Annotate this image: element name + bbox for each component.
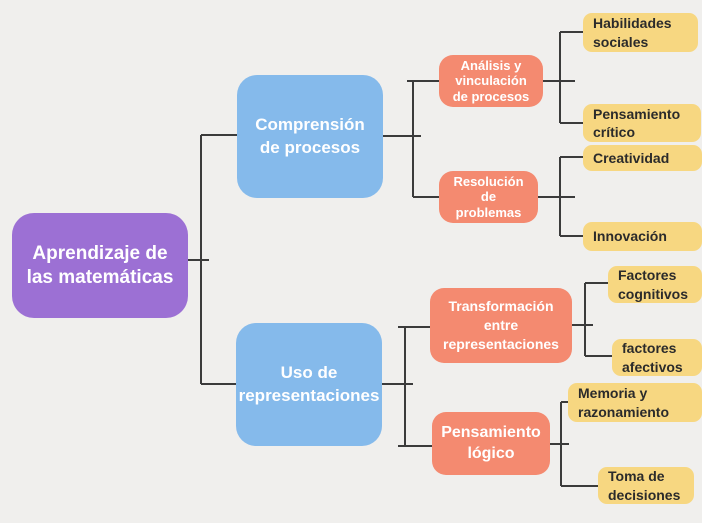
node-uso-de-representaciones[interactable]: Uso de representaciones xyxy=(236,323,382,446)
node-aprendizaje-de-las-matematicas[interactable]: Aprendizaje de las matemáticas xyxy=(12,213,188,318)
node-memoria-y-razonamiento[interactable]: Memoria y razonamiento xyxy=(568,383,702,422)
node-pensamiento-critico[interactable]: Pensamiento crítico xyxy=(583,104,701,142)
node-factores-cognitivos[interactable]: Factores cognitivos xyxy=(608,266,702,303)
node-transformacion-entre-representaciones[interactable]: Transformación entre representaciones xyxy=(430,288,572,363)
node-habilidades-sociales[interactable]: Habilidades sociales xyxy=(583,13,698,52)
node-innovacion[interactable]: Innovación xyxy=(583,222,702,251)
node-analisis-y-vinculacion-de-procesos[interactable]: Análisis y vinculación de procesos xyxy=(439,55,543,107)
node-toma-de-decisiones[interactable]: Toma de decisiones xyxy=(598,467,694,504)
node-resolucion-de-problemas[interactable]: Resolución de problemas xyxy=(439,171,538,223)
node-creatividad[interactable]: Creatividad xyxy=(583,145,702,171)
node-factores-afectivos[interactable]: factores afectivos xyxy=(612,339,702,376)
node-comprension-de-procesos[interactable]: Comprensión de procesos xyxy=(237,75,383,198)
node-pensamiento-logico[interactable]: Pensamiento lógico xyxy=(432,412,550,475)
